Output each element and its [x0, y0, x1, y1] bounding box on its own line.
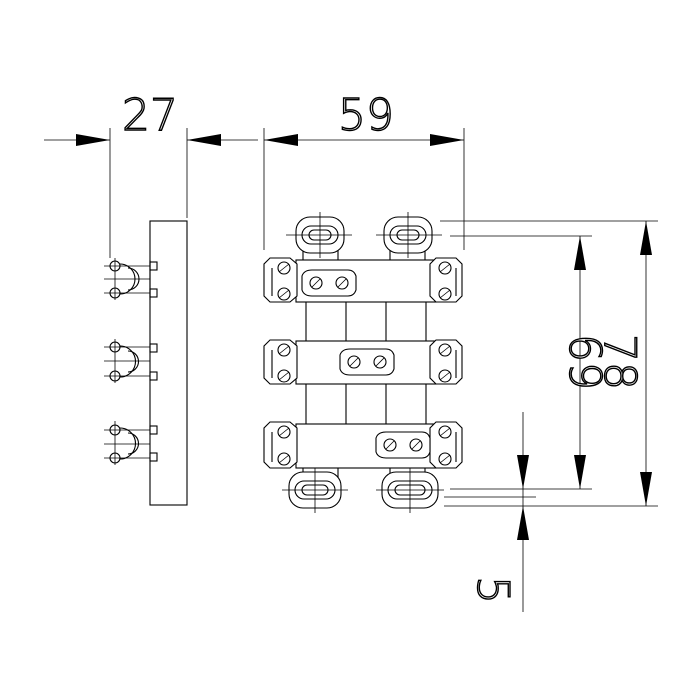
terminal-bar-2	[263, 339, 463, 385]
dim-label-5: 5	[467, 576, 518, 604]
dim-label-78: 78	[594, 334, 645, 390]
terminal-bar-3	[263, 421, 463, 469]
dim-label-59: 59	[338, 90, 394, 141]
side-terminal-1	[104, 258, 158, 300]
side-terminal-2	[104, 339, 158, 383]
mount-tab-bottom-right	[376, 467, 444, 513]
dimension-width-front: 59	[263, 89, 465, 250]
dimension-height-inner: 69	[450, 235, 611, 490]
mount-tab-top-left	[286, 212, 352, 258]
mount-tab-top-right	[376, 212, 442, 258]
front-view	[263, 212, 463, 513]
dim-label-69: 69	[559, 334, 610, 390]
dim-label-27: 27	[122, 90, 178, 141]
side-terminal-3	[104, 421, 158, 465]
dimension-width-side: 27	[44, 89, 258, 258]
dimension-height-outer: 78	[440, 220, 658, 507]
terminal-bar-1	[263, 257, 463, 303]
side-body	[149, 220, 188, 506]
dimension-offset-bottom: 5	[444, 412, 536, 612]
mount-tab-bottom-left	[282, 467, 348, 513]
side-view	[104, 220, 188, 506]
